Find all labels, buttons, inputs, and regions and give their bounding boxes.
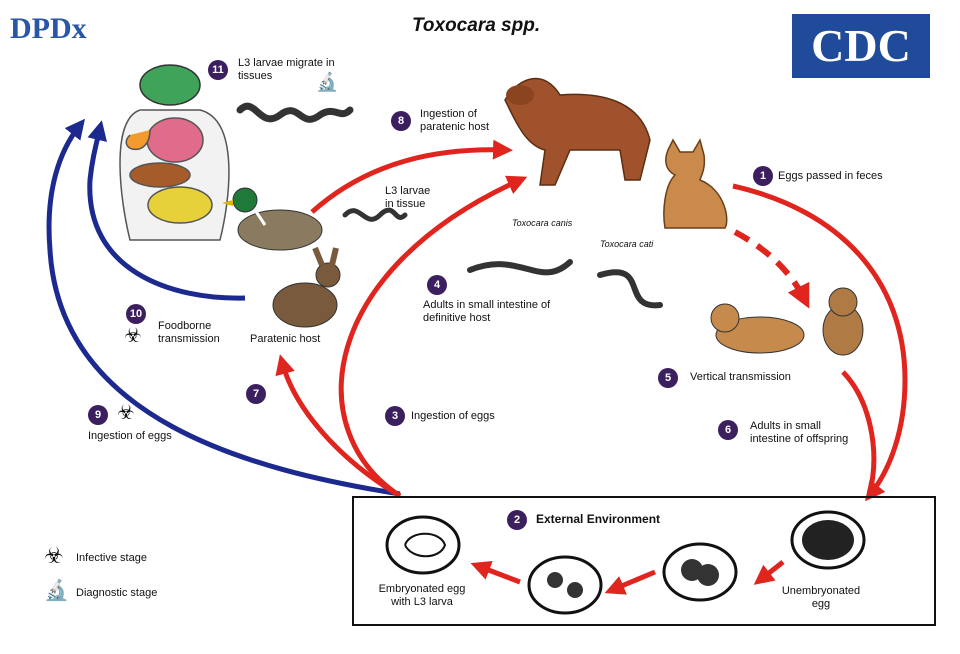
step-1-label: Eggs passed in feces — [778, 170, 883, 182]
worm-canis — [467, 259, 573, 276]
rabbit-illustration — [272, 246, 341, 328]
dog-illustration — [504, 78, 651, 186]
external-environment-box — [352, 496, 936, 626]
duck-illustration — [222, 187, 323, 251]
l3-tissue-label: L3 larvae in tissue — [385, 185, 431, 210]
legend-infective: Infective stage — [76, 552, 147, 564]
step-9-badge: 9 — [88, 405, 108, 425]
arrow-1-feces — [732, 183, 908, 502]
step-11-label: L3 larvae migrate in tissues — [238, 57, 335, 82]
worm-l3-human — [236, 102, 354, 123]
dpdx-logo: DPDx — [10, 12, 87, 45]
toxocara-cati-label: Toxocara cati — [600, 239, 654, 249]
step-3-badge: 3 — [385, 406, 405, 426]
egg-3 — [662, 542, 738, 602]
arrow-egg-b — [470, 560, 521, 585]
step-3-label: Ingestion of eggs — [411, 410, 495, 422]
puppy-illustration — [710, 303, 805, 354]
embryonated-egg-label: Embryonated egg with L3 larva — [378, 583, 466, 608]
egg-embryonated — [385, 515, 461, 575]
worm-l3-duck — [342, 207, 408, 222]
arrow-3-eggs-to-dog — [338, 175, 528, 499]
arrow-9-eggs-to-human — [46, 118, 401, 497]
biohazard-icon: ☣ — [117, 402, 135, 424]
step-8-badge: 8 — [391, 111, 411, 131]
step-2-badge: 2 — [507, 510, 527, 530]
step-7-badge: 7 — [246, 384, 266, 404]
microscope-icon: 🔬 — [316, 72, 339, 92]
step-4-label: Adults in small intestine of definitive … — [423, 299, 551, 324]
step-4-badge: 4 — [427, 275, 447, 295]
arrow-egg-c — [753, 560, 785, 585]
step-11-badge: 11 — [208, 60, 228, 80]
arrow-egg-a — [604, 569, 656, 595]
arrow-10-paratenic-to-human — [87, 120, 246, 301]
arrow-7-eggs-to-paratenic — [275, 354, 402, 499]
step-10-label: Foodborne transmission — [158, 320, 220, 345]
diagram-title: Toxocara spp. — [412, 15, 541, 36]
egg-unembryonated — [790, 510, 866, 570]
microscope-icon: 🔬 — [44, 580, 69, 602]
arrow-6-offspring — [841, 370, 877, 493]
legend-diagnostic: Diagnostic stage — [76, 587, 158, 599]
step-6-label: Adults in small intestine of offspring — [750, 420, 849, 445]
step-5-badge: 5 — [658, 368, 678, 388]
step-8-label: Ingestion of paratenic host — [420, 108, 490, 133]
unembryonated-egg-label: Unembryonated egg — [781, 585, 861, 610]
biohazard-icon: ☣ — [44, 543, 64, 568]
arrow-8-paratenic-to-dog — [310, 139, 513, 214]
step-5-label: Vertical transmission — [690, 371, 791, 383]
cat-illustration — [663, 138, 728, 229]
egg-2 — [527, 555, 603, 615]
arrow-5-vertical — [733, 229, 810, 309]
kitten-illustration — [822, 287, 864, 356]
step-10-badge: 10 — [126, 304, 146, 324]
paratenic-host-label: Paratenic host — [250, 333, 321, 345]
toxocara-canis-label: Toxocara canis — [512, 218, 573, 228]
biohazard-icon: ☣ — [124, 325, 142, 347]
cdc-logo: CDC — [792, 14, 930, 78]
worm-cati — [597, 269, 663, 309]
step-6-badge: 6 — [718, 420, 738, 440]
human-figure — [119, 64, 230, 241]
step-9-label: Ingestion of eggs — [88, 430, 172, 442]
step-2-label: External Environment — [536, 512, 661, 526]
step-1-badge: 1 — [753, 166, 773, 186]
